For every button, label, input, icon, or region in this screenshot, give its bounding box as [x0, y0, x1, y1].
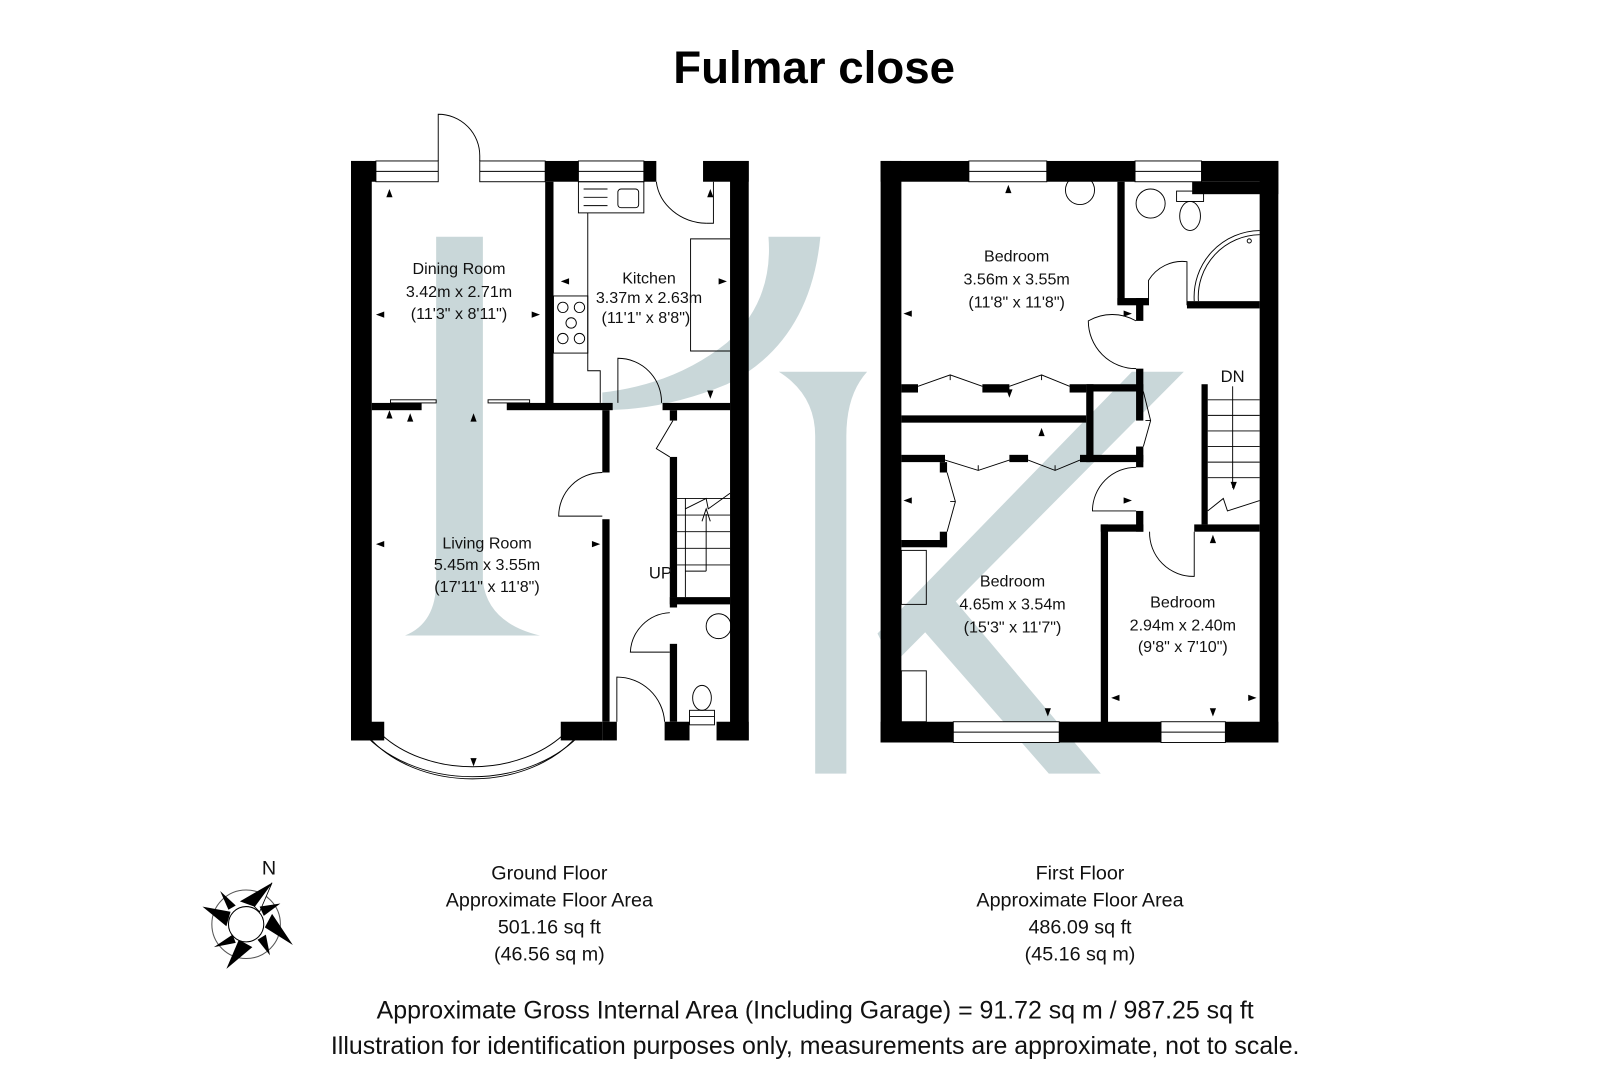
dimension-arrows-first	[903, 184, 1257, 717]
room-name-bedroom-1: Bedroom	[984, 248, 1049, 266]
compass-north-label: N	[262, 857, 276, 879]
room-name-living: Living Room	[442, 534, 531, 552]
plan-title: Fulmar close	[673, 42, 955, 93]
ground-floor-area-summary: Ground Floor Approximate Floor Area 501.…	[446, 863, 653, 966]
room-size-imperial-kitchen: (11'1" x 8'8")	[602, 309, 691, 327]
room-name-bedroom-2: Bedroom	[980, 573, 1045, 591]
first-floor-plan: Bedroom 3.56m x 3.55m (11'8" x 11'8") Be…	[880, 160, 1279, 743]
room-size-metric-bedroom-2: 4.65m x 3.54m	[959, 596, 1065, 614]
stairs-up	[677, 492, 731, 598]
first-floor-area-label: Approximate Floor Area	[976, 890, 1183, 912]
room-size-imperial-dining: (11'3" x 8'11")	[411, 305, 508, 323]
first-floor-area-sqft: 486.09 sq ft	[1028, 917, 1132, 939]
ground-floor-area-sqft: 501.16 sq ft	[498, 917, 602, 939]
ground-floor-area-sqm: (46.56 sq m)	[494, 944, 605, 966]
watermark-logo	[405, 236, 1184, 774]
room-size-metric-living: 5.45m x 3.55m	[434, 556, 540, 574]
first-floor-label: First Floor	[1036, 863, 1125, 885]
room-size-imperial-bedroom-3: (9'8" x 7'10")	[1138, 638, 1228, 656]
gross-internal-area: Approximate Gross Internal Area (Includi…	[377, 997, 1254, 1025]
room-size-metric-bedroom-1: 3.56m x 3.55m	[963, 271, 1069, 289]
room-size-imperial-bedroom-1: (11'8" x 11'8")	[968, 293, 1065, 311]
room-name-kitchen: Kitchen	[622, 269, 676, 287]
dimension-arrows	[375, 189, 727, 767]
stairs-down	[1207, 386, 1260, 512]
room-size-imperial-living: (17'11" x 11'8")	[434, 578, 539, 596]
first-floor-area-summary: First Floor Approximate Floor Area 486.0…	[976, 863, 1183, 966]
ground-floor-plan: Dining Room 3.42m x 2.71m (11'3" x 8'11"…	[351, 113, 749, 780]
room-name-dining: Dining Room	[413, 260, 506, 278]
room-size-metric-kitchen: 3.37m x 2.63m	[596, 289, 702, 307]
ground-floor-label: Ground Floor	[491, 863, 608, 885]
disclaimer: Illustration for identification purposes…	[331, 1032, 1300, 1060]
stairs-down-label: DN	[1221, 367, 1245, 386]
room-size-metric-dining: 3.42m x 2.71m	[406, 283, 512, 301]
compass-rose-icon: N	[202, 857, 293, 969]
room-name-bedroom-3: Bedroom	[1150, 594, 1215, 612]
first-floor-area-sqm: (45.16 sq m)	[1025, 944, 1136, 966]
ground-floor-area-label: Approximate Floor Area	[446, 890, 653, 912]
stairs-up-label: UP	[649, 563, 672, 582]
room-size-metric-bedroom-3: 2.94m x 2.40m	[1130, 616, 1236, 634]
room-size-imperial-bedroom-2: (15'3" x 11'7")	[964, 618, 1062, 636]
